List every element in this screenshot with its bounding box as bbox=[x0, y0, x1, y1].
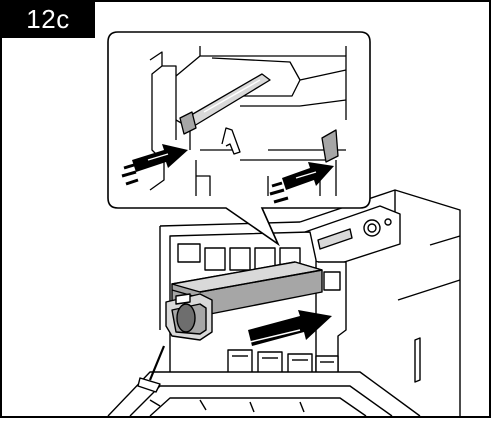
push-arrow-icon bbox=[121, 144, 188, 186]
step-label: 12c bbox=[1, 1, 95, 38]
front-door bbox=[107, 371, 421, 417]
printer-body bbox=[107, 189, 461, 417]
insert-arrow-icon bbox=[248, 310, 332, 346]
push-arrow-icon bbox=[269, 162, 334, 204]
guide-rail bbox=[179, 73, 339, 163]
callout-detail bbox=[107, 31, 371, 247]
imaging-unit bbox=[165, 261, 323, 341]
panel-display bbox=[317, 228, 353, 250]
callout-bubble bbox=[107, 31, 371, 247]
